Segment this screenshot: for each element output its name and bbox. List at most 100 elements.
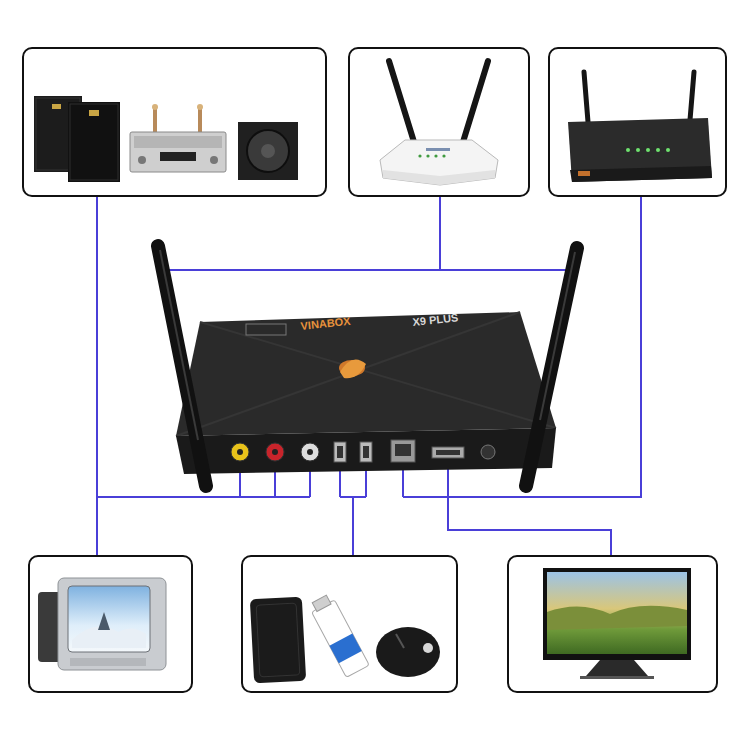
white-router (434, 154, 437, 157)
black-router (584, 72, 588, 122)
white-router (383, 170, 495, 185)
audio-equipment (34, 96, 298, 182)
model-name: X9 PLUS (412, 311, 459, 329)
audio-equipment (247, 130, 289, 172)
tv-box-device (360, 442, 372, 462)
tv-box-device (340, 360, 366, 379)
equipment-box (507, 555, 718, 693)
tv-box-device (337, 446, 343, 458)
white-router (389, 61, 414, 142)
audio-equipment (198, 108, 202, 134)
white-router (463, 61, 488, 142)
flat-television (580, 676, 654, 679)
tv-box-device (391, 440, 415, 462)
crt-television (70, 658, 146, 666)
audio-equipment (52, 104, 61, 109)
tv-box-device (307, 449, 313, 455)
black-router (568, 72, 712, 182)
equipment-box (28, 555, 193, 693)
connector-line (352, 497, 354, 555)
tv-box-device (176, 312, 520, 436)
white-router (380, 61, 498, 185)
crt-television (38, 578, 166, 670)
equipment-box (22, 47, 327, 197)
tv-box-device (436, 450, 460, 455)
black-router (690, 72, 694, 120)
audio-equipment (89, 110, 99, 116)
tv-box-device (200, 322, 556, 428)
white-router (426, 148, 450, 151)
connector-line (439, 197, 441, 270)
audio-equipment (210, 156, 218, 164)
connector-line (97, 197, 240, 497)
white-router (442, 154, 445, 157)
tv-box-device (334, 442, 346, 462)
usb-devices (396, 634, 404, 648)
white-router (426, 154, 429, 157)
flat-television (547, 572, 687, 654)
equipment-box (348, 47, 530, 197)
equipment-box (241, 555, 458, 693)
tv-box-device (266, 443, 284, 461)
white-router (380, 140, 498, 185)
connector-line (448, 497, 611, 555)
usb-devices (312, 595, 331, 611)
black-router (636, 148, 640, 152)
usb-devices (312, 600, 370, 678)
black-router (578, 171, 590, 176)
audio-equipment (70, 104, 118, 180)
audio-equipment (68, 102, 120, 182)
crt-television (98, 612, 110, 630)
tv-box-device (237, 449, 243, 455)
usb-devices (250, 597, 306, 684)
black-router (666, 148, 670, 152)
tv-box-device (231, 443, 249, 461)
tv-box-device (395, 444, 411, 456)
crt-television (68, 586, 150, 652)
usb-devices (256, 603, 300, 677)
audio-equipment (197, 104, 203, 110)
audio-equipment (160, 152, 196, 161)
equipment-box (548, 47, 727, 197)
audio-equipment (138, 156, 146, 164)
white-router (418, 154, 421, 157)
usb-devices (376, 627, 440, 677)
connector-line (97, 497, 240, 555)
usb-devices (329, 633, 361, 663)
flat-television (543, 568, 691, 679)
port-wire (240, 496, 310, 498)
tv-box-device (176, 428, 556, 474)
black-router (568, 118, 712, 182)
audio-equipment (261, 144, 275, 158)
tv-box-device (432, 447, 464, 458)
usb-devices (423, 643, 433, 653)
black-router (646, 148, 650, 152)
port-wire (162, 270, 572, 497)
tv-box-device (160, 250, 198, 440)
flat-television (547, 606, 687, 630)
tv-box-device (526, 248, 577, 486)
tv-box-device (158, 246, 577, 486)
brand-logo-text: VINABOX (300, 315, 351, 333)
audio-equipment (130, 132, 226, 172)
black-router (656, 148, 660, 152)
audio-equipment (238, 122, 298, 180)
usb-devices (308, 593, 369, 678)
tv-box-device (272, 449, 278, 455)
tv-box-device (246, 324, 286, 335)
flat-television (586, 660, 648, 676)
audio-equipment (153, 108, 157, 134)
flat-television (543, 568, 691, 660)
tv-box-device (363, 446, 369, 458)
black-router (570, 166, 712, 182)
black-router (626, 148, 630, 152)
tv-box-device (481, 445, 495, 459)
crt-television (58, 578, 166, 670)
tv-box-device (176, 312, 556, 436)
tv-box-device (158, 246, 206, 486)
audio-equipment (134, 136, 222, 148)
tv-box-device (301, 443, 319, 461)
connector-line (403, 197, 641, 497)
